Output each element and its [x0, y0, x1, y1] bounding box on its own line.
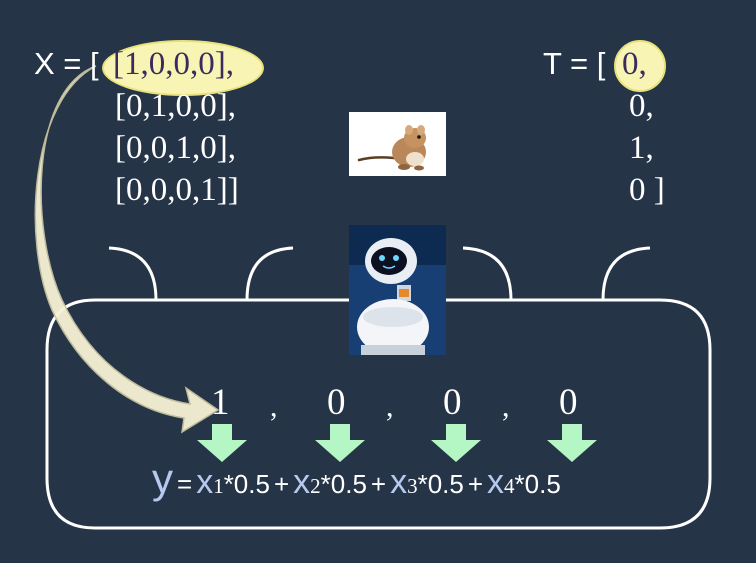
input-separator-3: , [502, 390, 510, 423]
term-3-var: x [390, 463, 408, 501]
network-body-outline [45, 298, 712, 530]
term-4-weight: *0.5 [514, 469, 561, 499]
equals-sign: = [177, 469, 193, 499]
equation: y = x1*0.5 + x2*0.5 + x3*0.5 + x4*0.5 [152, 458, 561, 500]
robot-image [349, 225, 446, 355]
x-matrix-label: X = [ [34, 46, 99, 81]
input-value-3: 0 [443, 382, 462, 423]
term-3-weight: *0.5 [417, 469, 464, 499]
down-arrow-4 [547, 424, 597, 462]
x-matrix-row-4: [0,0,0,1]] [115, 172, 239, 208]
down-arrow-3 [431, 424, 481, 462]
gerbil-image [349, 112, 446, 176]
term-4-var: x [487, 463, 505, 501]
term-3-subscript: 3 [407, 474, 418, 498]
output-y: y [152, 455, 173, 502]
term-2-var: x [293, 463, 311, 501]
t-vector-value-1: 0, [622, 46, 647, 82]
t-vector-value-2: 0, [629, 88, 654, 124]
input-value-4: 0 [559, 382, 578, 423]
target-highlight [614, 40, 666, 92]
x-matrix-row-2: [0,1,0,0], [115, 88, 236, 124]
receptor-arc-1 [108, 246, 158, 301]
term-1-weight: *0.5 [223, 469, 270, 499]
input-separator-1: , [270, 390, 278, 423]
t-vector-value-4: 0 ] [629, 172, 665, 208]
plus-1: + [273, 469, 290, 499]
down-arrow-1 [197, 424, 247, 462]
input-value-2: 0 [327, 382, 346, 423]
term-1-var: x [196, 463, 214, 501]
plus-2: + [370, 469, 387, 499]
curved-arrow-shape [34, 65, 220, 434]
x-matrix-row-3: [0,0,1,0], [115, 130, 236, 166]
receptor-arc-4 [601, 246, 651, 301]
x-matrix-row-1: [1,0,0,0], [113, 46, 234, 82]
receptor-arc-3 [462, 246, 513, 301]
plus-3: + [467, 469, 484, 499]
down-arrows [197, 424, 597, 462]
row-highlight [102, 40, 264, 96]
down-arrow-2 [315, 424, 365, 462]
term-1-subscript: 1 [213, 474, 224, 498]
t-vector-label: T = [ [543, 46, 606, 81]
t-vector-value-3: 1, [629, 130, 654, 166]
input-separator-2: , [386, 390, 394, 423]
input-value-1: 1 [211, 382, 230, 423]
term-4-subscript: 4 [504, 474, 515, 498]
term-2-weight: *0.5 [320, 469, 367, 499]
term-2-subscript: 2 [310, 474, 321, 498]
receptor-arc-2 [245, 246, 294, 301]
